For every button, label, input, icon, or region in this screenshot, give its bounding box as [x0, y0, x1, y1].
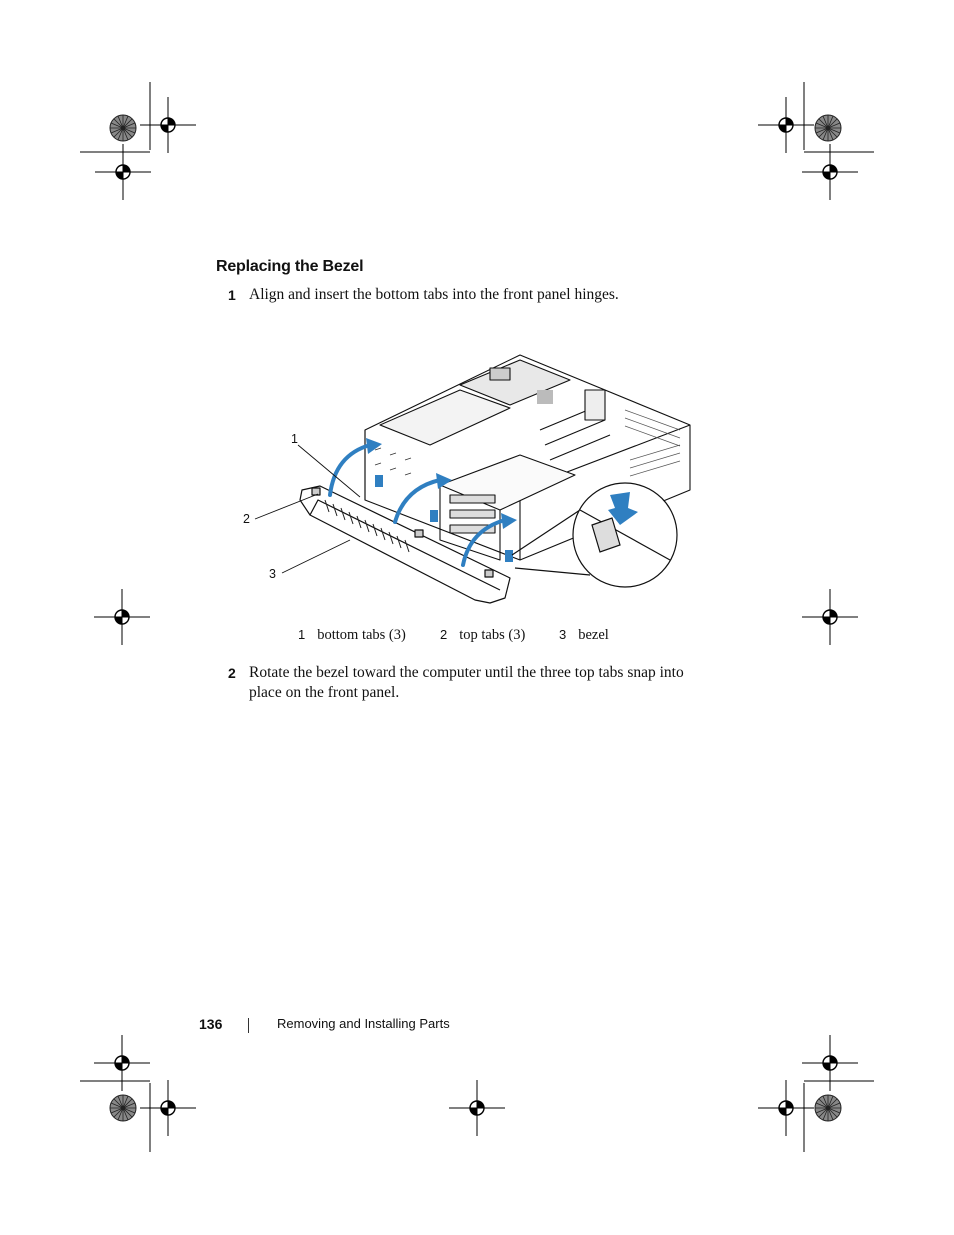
footer-divider: [248, 1018, 249, 1033]
legend-number-1: 1: [298, 627, 306, 642]
legend-item-2: 2 top tabs (3): [440, 627, 525, 644]
step-2: 2 Rotate the bezel toward the computer u…: [228, 663, 684, 701]
page-number: 136: [199, 1016, 223, 1032]
callout-2: 2: [243, 512, 250, 526]
footer-chapter: Removing and Installing Parts: [277, 1016, 450, 1031]
legend-label-1: bottom tabs (3): [317, 627, 406, 643]
step-1: 1 Align and insert the bottom tabs into …: [228, 285, 619, 306]
callout-3: 3: [269, 567, 276, 581]
legend-item-3: 3 bezel: [559, 627, 609, 644]
legend-item-1: 1 bottom tabs (3): [298, 627, 406, 644]
step-1-text: Align and insert the bottom tabs into th…: [249, 286, 619, 303]
legend-number-3: 3: [559, 627, 567, 642]
callout-1: 1: [291, 432, 298, 446]
section-heading: Replacing the Bezel: [216, 258, 364, 275]
step-2-number: 2: [228, 665, 236, 681]
legend-number-2: 2: [440, 627, 448, 642]
step-2-line-1: Rotate the bezel toward the computer unt…: [249, 664, 684, 681]
legend-label-3: bezel: [578, 627, 609, 643]
legend-label-2: top tabs (3): [459, 627, 526, 643]
step-1-number: 1: [228, 287, 236, 303]
step-2-line-2: place on the front panel.: [249, 684, 400, 701]
